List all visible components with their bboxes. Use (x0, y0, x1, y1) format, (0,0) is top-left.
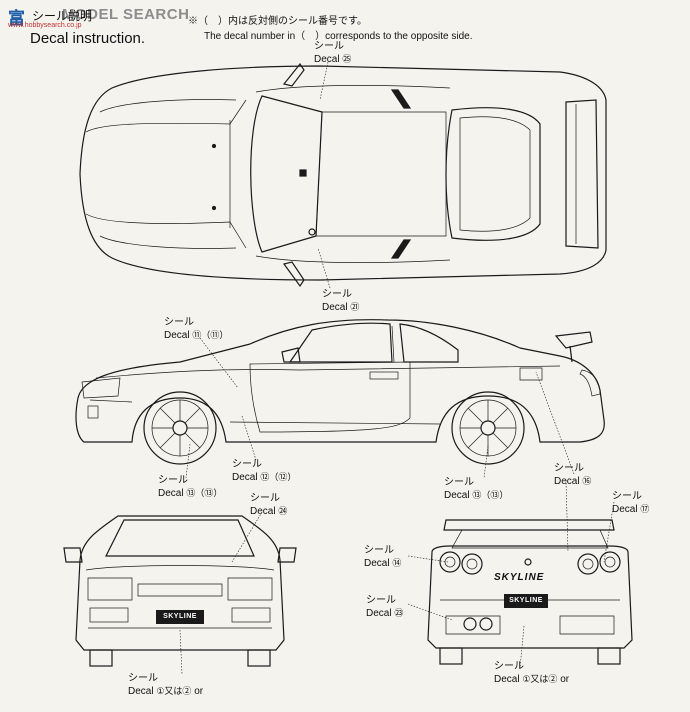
callout-decal-23: シール Decal ㉓ (366, 595, 404, 619)
front-view (63, 511, 297, 675)
callout-decal-13-rear: シール Decal ⑬（⑬） (444, 477, 509, 501)
callout-decal-25: シール Decal ㉕ (314, 41, 352, 65)
callout-decal-11: シール Decal ⑪（⑪） (164, 317, 229, 341)
callout-decal-17: シール Decal ⑰ (612, 491, 650, 515)
callout-decal-1-or-2-rear: シール Decal ①又は② or (494, 661, 570, 685)
callout-decal-12: シール Decal ⑫（⑫） (232, 459, 297, 483)
watermark-url: www.hobbysearch.co.jp (8, 22, 82, 29)
callout-decal-21: シール Decal ㉑ (322, 289, 360, 313)
side-view (75, 319, 605, 479)
note-en: The decal number in（ ）corresponds to the… (204, 31, 473, 42)
note-jp: ※（ ）内は反対側のシール番号です。 (188, 16, 367, 27)
callout-decal-24: シール Decal ㉔ (250, 493, 288, 517)
rear-skyline-badge: SKYLINE (494, 572, 545, 583)
title-jp: シール説明 (32, 9, 93, 23)
watermark-logo: 富 (8, 9, 25, 28)
callout-decal-14: シール Decal ⑭ (364, 545, 402, 569)
front-license-plate: SKYLINE (156, 610, 204, 624)
title-en: Decal instruction. (30, 30, 146, 47)
callout-decal-1-or-2-front: シール Decal ①又は② or (128, 673, 204, 697)
callout-decal-13-front: シール Decal ⑬（⑬） (158, 475, 223, 499)
top-view (79, 61, 607, 289)
watermark-brand: MODEL SEARCH (62, 6, 190, 23)
rear-license-plate: SKYLINE (504, 594, 548, 608)
callout-decal-16: シール Decal ⑯ (554, 463, 592, 487)
